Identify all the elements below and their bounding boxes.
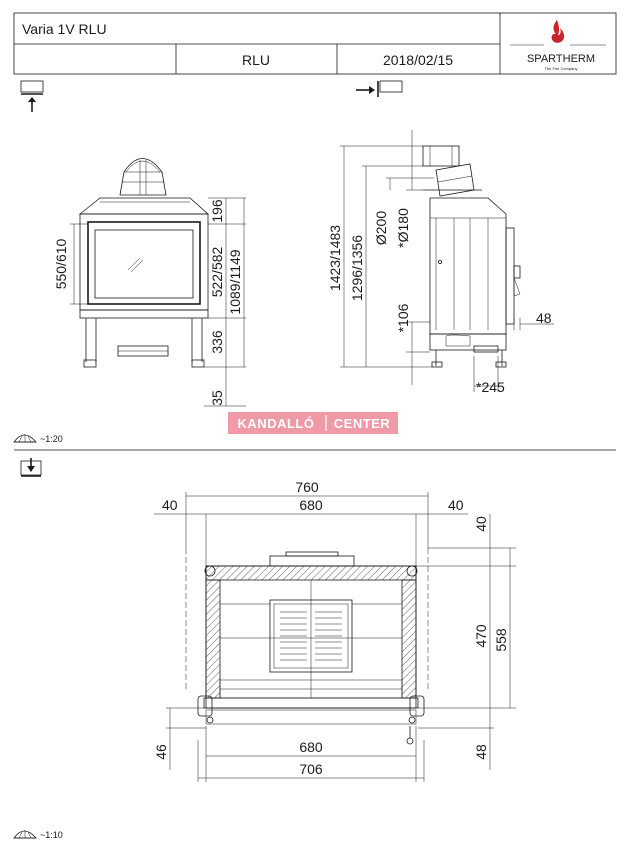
drawing-date: 2018/02/15 — [383, 52, 453, 68]
dim-front-offset-right: 48 — [473, 744, 489, 760]
scale-icon-lower — [13, 830, 37, 839]
dim-rear-clearance: 40 — [473, 516, 489, 532]
dim-door-height: 522/582 — [209, 246, 225, 297]
side-view: 1423/1483 1296/1356 Ø200 *Ø180 *106 48 *… — [327, 130, 554, 395]
view-from-side-icon — [356, 80, 403, 97]
dim-left-insulation: 40 — [162, 497, 178, 513]
dim-front-overall-width: 706 — [299, 761, 323, 777]
dim-body-height: 1089/1149 — [227, 249, 243, 314]
dim-flue-diameter: Ø200 — [373, 211, 389, 245]
scale-lower: ~1:10 — [40, 830, 63, 840]
dim-body-width: 680 — [299, 497, 323, 513]
brand-name: SPARTHERM — [527, 53, 595, 65]
dim-overall-height: 1423/1483 — [327, 225, 343, 291]
dim-air-inlet-height: *106 — [395, 303, 411, 332]
grate-slots — [280, 611, 342, 661]
dim-front-door-height: 550/610 — [53, 238, 69, 289]
view-from-front-icon — [20, 80, 44, 112]
dim-overall-depth: 558 — [493, 628, 509, 652]
spartherm-logo: SPARTHERM The Fire Company — [510, 20, 606, 71]
dim-hood-height: 196 — [209, 199, 225, 223]
dim-flue-diameter-alt: *Ø180 — [395, 208, 411, 248]
dim-front-width: 680 — [299, 739, 323, 755]
top-view: 760 680 40 40 40 470 558 680 706 46 — [153, 479, 516, 782]
view-from-top-icon — [20, 458, 42, 477]
brand-tagline: The Fire Company — [544, 66, 577, 71]
dim-overall-width: 760 — [295, 479, 319, 495]
front-view: 550/610 196 522/582 1089/1149 336 35 — [53, 158, 246, 407]
dim-right-insulation: 40 — [448, 497, 464, 513]
watermark-left: KANDALLÓ — [238, 416, 315, 431]
title-block: Varia 1V RLU RLU 2018/02/15 SPARTHERM Th… — [13, 12, 617, 75]
variant-label: RLU — [242, 52, 270, 68]
scale-icon — [13, 434, 37, 443]
scale-upper: ~1:20 — [40, 434, 63, 444]
dim-inlet-offset: *245 — [476, 379, 505, 395]
watermark-right: CENTER — [334, 416, 391, 431]
dim-foot-height: 35 — [209, 390, 225, 406]
kandallo-center-watermark: KANDALLÓ CENTER — [228, 412, 398, 434]
dim-base-height: 336 — [209, 330, 225, 354]
drawing-title: Varia 1V RLU — [22, 21, 107, 37]
dim-front-offset-left: 46 — [153, 744, 169, 760]
dim-body-depth: 470 — [473, 624, 489, 648]
dim-flue-height: 1296/1356 — [349, 235, 365, 301]
dim-handle-depth: 48 — [536, 310, 552, 326]
